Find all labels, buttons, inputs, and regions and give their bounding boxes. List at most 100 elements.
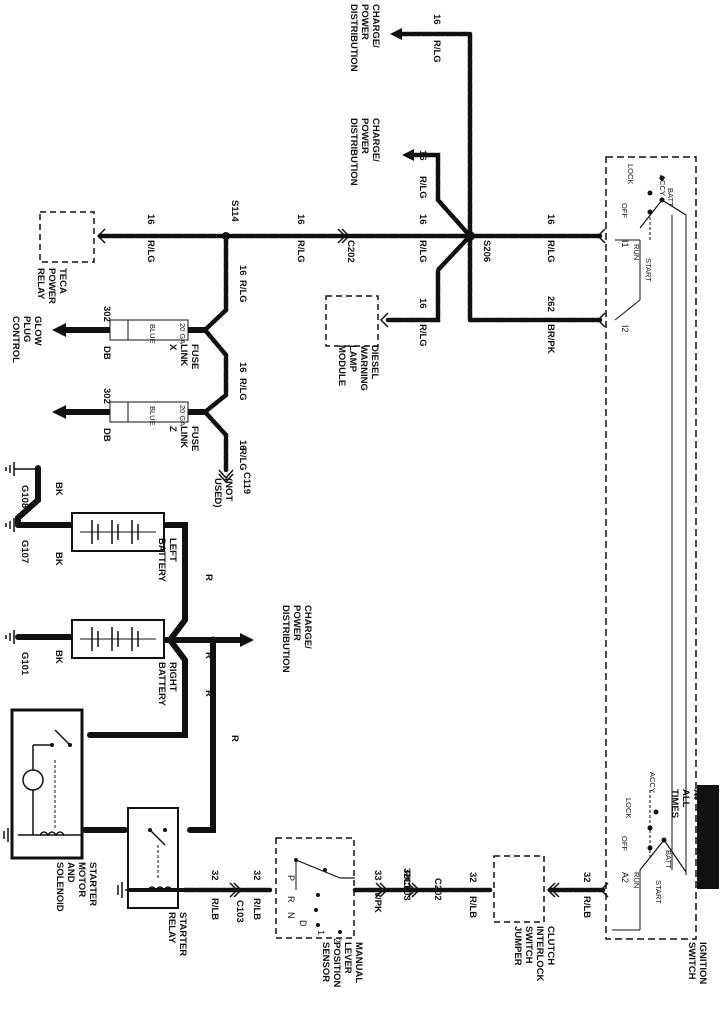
ignition-switch-box [605, 156, 697, 940]
starter-motor-label-line-2: MOTOR [76, 862, 87, 897]
teca-relay-label-line-2: POWER [46, 268, 57, 304]
fuse-x-label-line-3: X [167, 344, 178, 351]
w16-b: 16 [417, 150, 428, 161]
w16-f: 16 [545, 214, 556, 225]
ground-g101 [5, 630, 15, 644]
clutch-jumper-label-line-1: CLUTCH [545, 926, 556, 965]
sw-off-top: OFF [620, 203, 629, 218]
rlb-a: R/LB [209, 898, 220, 920]
r-d: R [229, 735, 240, 742]
w32-b: 32 [251, 870, 262, 881]
rlg-j: R/LG [237, 448, 248, 471]
prnd-1: 1 [316, 930, 326, 935]
sw-accy-top: ACCY [658, 175, 667, 196]
manual-lever-sensor-box [275, 837, 355, 939]
sw-start-bot: START [654, 880, 663, 904]
g107-label: G107 [19, 540, 30, 563]
charge-dist-1-label-line-2: POWER [359, 4, 370, 40]
not-used-label-line-1: (NOT [223, 478, 234, 501]
r-a: R [203, 574, 214, 581]
manual-lever-label-line-2: LEVER [342, 942, 353, 974]
w16-e: 16 [145, 214, 156, 225]
diesel-module-label-line-4: MODULE [336, 345, 347, 386]
clutch-jumper-box [493, 855, 545, 923]
sw-accy-bot: ACCY [648, 772, 657, 793]
w16-d: 16 [295, 214, 306, 225]
clutch-jumper-label-line-2: INTERLOCK [534, 926, 545, 982]
r-b: R [203, 652, 214, 659]
manual-lever-label-line-1: MANUAL [353, 942, 364, 983]
diesel-module-label-line-3: LAMP [347, 345, 358, 373]
w16-a: 16 [431, 14, 442, 25]
right-battery-label-line-1: RIGHT [167, 662, 178, 692]
charge-dist-3-label-line-1: CHARGE/ [302, 605, 313, 649]
ignition-switch-label-line-2: SWITCH [686, 942, 697, 980]
fuse-x-label-line-2: LINK [178, 344, 189, 366]
manual-lever-label-line-3: POSITION [331, 942, 342, 988]
c103a-label: C103 [234, 900, 245, 923]
c103b-label: C103 [401, 878, 412, 901]
sw-run-top: RUN [632, 244, 641, 260]
s206-label: S206 [481, 240, 492, 262]
fuse-z-label-line-1: FUSE [189, 426, 200, 451]
ground-relay [117, 882, 123, 898]
rlg-c: R/LG [417, 240, 428, 263]
w262: 262 [545, 296, 556, 312]
diesel-module-label-line-2: WARNING [358, 345, 369, 391]
connector-chevrons [96, 228, 609, 898]
ground-g107 [5, 518, 15, 532]
charge-dist-3-label-line-2: POWER [291, 605, 302, 641]
ground-g108 [5, 462, 38, 476]
sw-batt-top: BATT [666, 188, 675, 207]
prnd-2: 2 [332, 938, 342, 943]
sw-run-bot: RUN [632, 872, 641, 888]
c119-label: C119 [241, 472, 252, 494]
fuse-link-z [109, 401, 189, 423]
not-used-label-line-2: USED) [212, 478, 223, 508]
rlb-d: R/LB [467, 896, 478, 918]
teca-relay-label-line-3: RELAY [35, 268, 46, 300]
bk-b: BK [53, 552, 64, 566]
g101-label: G101 [19, 652, 30, 676]
hot-at-all-times-label-line-3: ALL [680, 789, 691, 808]
rlg-a: R/LG [431, 40, 442, 63]
charge-dist-2-label-line-2: POWER [359, 118, 370, 154]
sw-lock-bot: LOCK [624, 798, 633, 818]
starter-relay-label-line-1: STARTER [177, 912, 188, 956]
fuse-z-blue: BLUE [148, 406, 157, 426]
charge-dist-2-label-line-3: DISTRIBUTION [348, 118, 359, 186]
w16-g: 16 [417, 298, 428, 309]
fuse-link-x [109, 319, 189, 341]
c202a-label: C202 [345, 240, 356, 263]
i2-label: I2 [620, 325, 630, 333]
c202b-label: C202 [432, 878, 443, 901]
starter-motor-label-line-3: AND [65, 862, 76, 883]
i1-label: I1 [620, 240, 630, 248]
glow-plug-label-line-2: PLUG [21, 316, 32, 342]
charge-dist-1-label-line-1: CHARGE/ [370, 4, 381, 48]
clutch-jumper-label-line-4: JUMPER [512, 926, 523, 966]
sw-batt-bot: BATT [664, 850, 673, 869]
starter-relay-label-line-2: RELAY [166, 912, 177, 944]
prnd-d: D [298, 920, 308, 927]
w32-a: 32 [209, 870, 220, 881]
r-c: R [203, 690, 214, 697]
charge-dist-1-label-line-3: DISTRIBUTION [348, 4, 359, 72]
rlg-b: R/LG [417, 176, 428, 199]
starter-motor-label-line-1: STARTER [87, 862, 98, 906]
clutch-jumper-label-line-3: SWITCH [523, 926, 534, 964]
w302-a: 302 [101, 306, 112, 322]
ground-symbols [3, 462, 123, 898]
starter-relay-component [125, 807, 179, 909]
sw-lock-top: LOCK [626, 164, 635, 184]
manual-lever-label-line-4: SENSOR [320, 942, 331, 982]
brpk: BR/PK [545, 324, 556, 354]
hot-at-all-times-label-line-2: AT [691, 789, 702, 801]
hot-at-all-times-label-line-1: HOT [702, 789, 713, 809]
w32-c: 32 [401, 868, 412, 879]
sw-off-bot: OFF [620, 836, 629, 851]
rlg-f: R/LG [545, 240, 556, 263]
teca-relay-label-line-1: TECA [57, 268, 68, 294]
rlb-e: R/LB [581, 896, 592, 918]
